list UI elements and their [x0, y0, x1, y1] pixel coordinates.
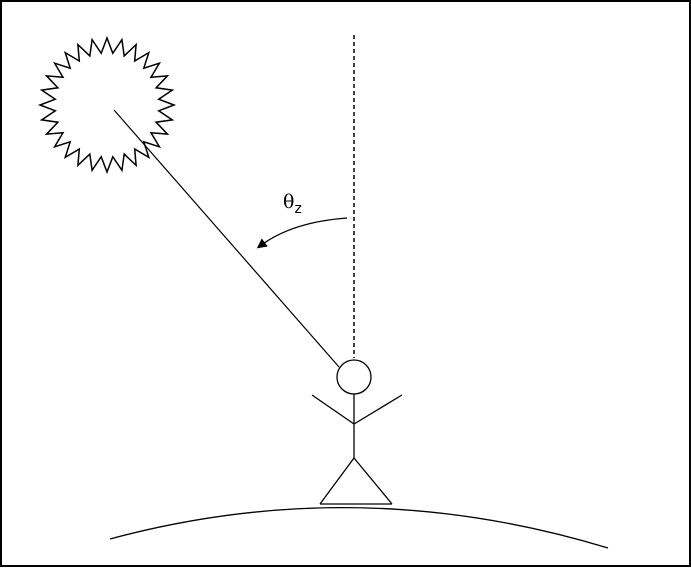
- stick-figure-icon: [312, 360, 402, 504]
- figure-head: [337, 360, 371, 394]
- figure-right-arm: [354, 395, 402, 424]
- earth-horizon-curve: [110, 508, 608, 548]
- sun-icon: [40, 38, 174, 172]
- angle-subscript: z: [294, 201, 301, 217]
- figure-left-arm: [312, 395, 354, 424]
- sun-ray-line: [114, 110, 339, 367]
- angle-symbol: θ: [283, 191, 294, 213]
- angle-label-theta: θz: [283, 191, 302, 217]
- zenith-angle-arc: [260, 218, 347, 246]
- figure-left-leg: [320, 458, 354, 504]
- figure-right-leg: [354, 458, 392, 504]
